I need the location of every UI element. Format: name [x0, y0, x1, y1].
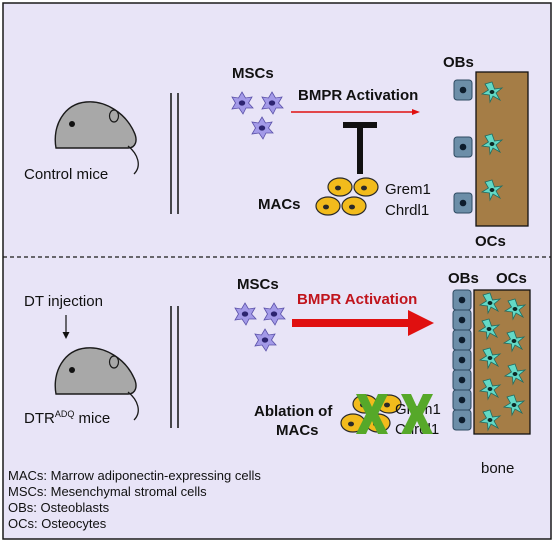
legend-line-1: MACs: Marrow adiponectin-expressing cell… [8, 468, 261, 483]
bottom-bmpr-arrow [292, 319, 410, 327]
top-osteoblast-2 [453, 136, 473, 158]
bottom-osteoblast-1 [452, 289, 472, 311]
bottom-ocs-label: OCs [496, 270, 527, 287]
ablation-label-line2: MACs [276, 422, 319, 439]
outer-border [2, 2, 552, 540]
top-macs-label: MACs [258, 196, 301, 213]
bottom-osteoblast-3 [452, 329, 472, 351]
top-osteoblast-3 [453, 192, 473, 214]
dt-injection-label: DT injection [24, 293, 103, 310]
top-mscs-label: MSCs [232, 65, 274, 82]
top-grem1-label: Grem1 [385, 181, 431, 198]
top-chrdl1-label: Chrdl1 [385, 202, 429, 219]
top-bmpr-label: BMPR Activation [298, 87, 418, 104]
bottom-osteoblast-6 [452, 389, 472, 411]
bottom-osteoblast-2 [452, 309, 472, 331]
bottom-mscs-label: MSCs [237, 276, 279, 293]
legend-line-3: OBs: Osteoblasts [8, 500, 110, 515]
bottom-bmpr-arrowhead [408, 310, 434, 336]
bottom-mouse-label: DTRADQ mice [24, 409, 110, 427]
top-mac-cell-4 [341, 196, 367, 216]
top-mac-cell-1 [327, 177, 353, 197]
bone-label: bone [481, 460, 514, 477]
top-osteoblast-1 [453, 79, 473, 101]
ablation-label-line1: Ablation of [254, 403, 333, 420]
inhibition-symbol [343, 122, 377, 174]
top-obs-label: OBs [443, 54, 474, 71]
top-mouse-label: Control mice [24, 166, 108, 183]
legend-line-2: MSCs: Mesenchymal stromal cells [8, 484, 207, 499]
bottom-chrdl1-label: Chrdl1 [395, 421, 439, 438]
bottom-osteoblast-7 [452, 409, 472, 431]
legend-line-4: OCs: Osteocytes [8, 516, 107, 531]
bottom-osteoblast-5 [452, 369, 472, 391]
bottom-bmpr-label: BMPR Activation [297, 291, 417, 308]
top-bone [475, 71, 529, 227]
dt-arrowhead [62, 332, 70, 339]
bottom-obs-label: OBs [448, 270, 479, 287]
top-bmpr-arrowhead [412, 109, 420, 115]
bottom-osteoblast-4 [452, 349, 472, 371]
top-ocs-label: OCs [475, 233, 506, 250]
top-mac-cell-2 [353, 177, 379, 197]
top-mac-cell-3 [315, 196, 341, 216]
